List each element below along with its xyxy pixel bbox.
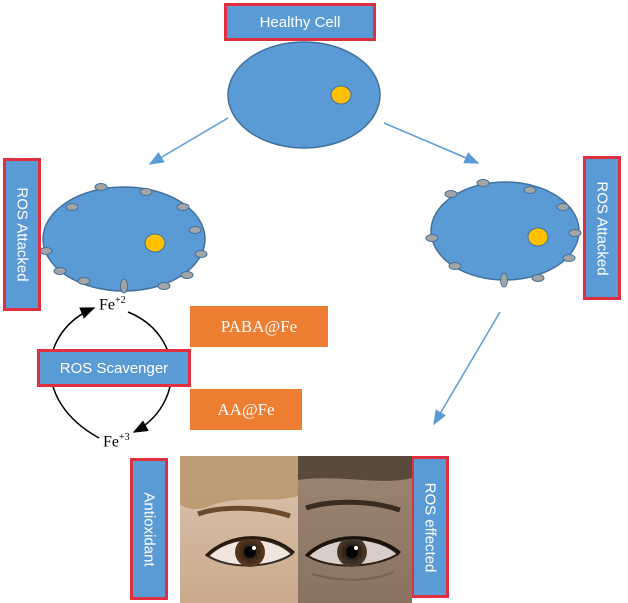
eye-comparison-photo: [180, 456, 412, 603]
arrow-right-to-eyes: [433, 311, 501, 426]
paba-fe-text: PABA@Fe: [220, 316, 298, 336]
paba-fe-box: PABA@Fe: [190, 306, 328, 347]
healthy-eye-half: [180, 456, 298, 603]
ros-effected-text: ROS effected: [421, 482, 439, 572]
ros-attacked-left-label: ROS Attacked: [3, 158, 41, 311]
arrow-healthy-to-left: [148, 117, 229, 165]
ros-affected-eye-half: [298, 456, 412, 603]
right-cell-ros-particles: [425, 179, 582, 288]
ros-attacked-right-text: ROS Attacked: [593, 180, 611, 276]
left-cell-ros-particles: [39, 183, 208, 294]
healthy-cell-label: Healthy Cell: [224, 3, 376, 41]
healthy-cell-text: Healthy Cell: [259, 13, 341, 31]
fe2-label: Fe+2: [99, 295, 126, 314]
arrow-healthy-to-right: [383, 122, 480, 164]
ros-attacked-left-text: ROS Attacked: [13, 187, 31, 282]
healthy-cell-nucleus: [330, 85, 352, 105]
ros-scavenger-text: ROS Scavenger: [59, 359, 169, 377]
ros-effected-label: ROS effected: [411, 456, 449, 598]
right-attacked-nucleus: [527, 227, 549, 247]
ros-attacked-right-label: ROS Attacked: [583, 156, 621, 300]
healthy-cell: [227, 41, 381, 149]
fe3-label: Fe+3: [103, 432, 130, 451]
antioxidant-label: Antioxidant: [130, 458, 168, 600]
antioxidant-text: Antioxidant: [140, 491, 158, 567]
aa-fe-box: AA@Fe: [190, 389, 302, 430]
left-attacked-nucleus: [144, 233, 166, 253]
ros-scavenger-label: ROS Scavenger: [37, 349, 191, 387]
aa-fe-text: AA@Fe: [217, 399, 275, 419]
